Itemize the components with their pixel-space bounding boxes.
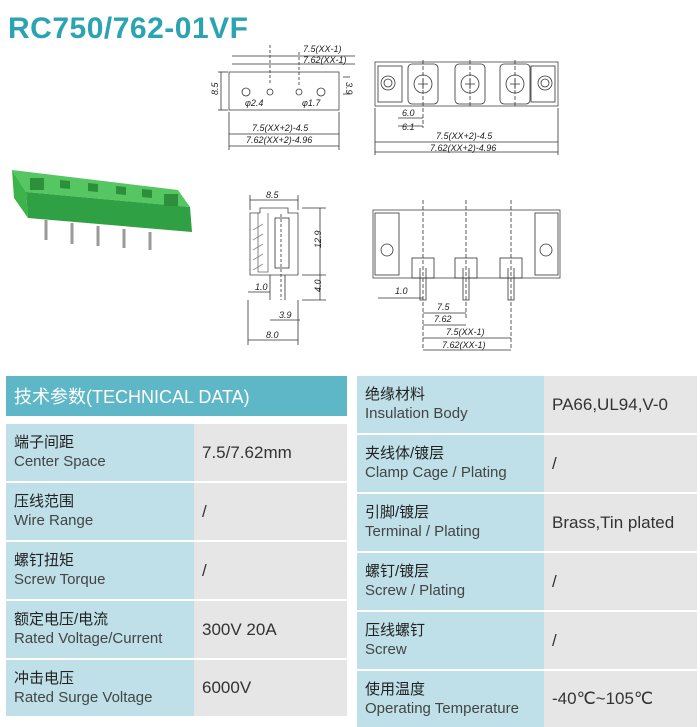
front-dim-offset-2: 6.1 — [402, 122, 415, 132]
row-label-cn: 压线范围 — [14, 493, 75, 510]
row-label-en: Screw — [365, 641, 407, 658]
table-row: 压线范围 Wire Range / — [6, 483, 347, 542]
product-image — [12, 170, 192, 250]
row-label-en: Clamp Cage / Plating — [365, 464, 507, 481]
table-row: 端子间距 Center Space 7.5/7.62mm — [6, 424, 347, 483]
table-row: 夹线体/镀层 Clamp Cage / Plating / — [357, 435, 697, 494]
front-dim-width-2: 7.62(XX+2)-4.96 — [430, 143, 496, 153]
table-row: 引脚/镀层 Terminal / Plating Brass,Tin plated — [357, 494, 697, 553]
row-value: 300V 20A — [194, 601, 347, 658]
top-dim-width-2: 7.62(XX+2)-4.96 — [246, 135, 312, 145]
row-value: 7.5/7.62mm — [194, 424, 347, 481]
top-dim-hole-small: φ1.7 — [302, 98, 321, 108]
side-dim-base-width: 8.0 — [266, 330, 279, 340]
row-label-cn: 引脚/镀层 — [365, 504, 430, 521]
row-value: / — [544, 553, 697, 610]
top-dim-hole-offset: 3.9 — [344, 82, 354, 95]
row-label-cn: 螺钉/镀层 — [365, 563, 430, 580]
side-dim-pin-spacing: 3.9 — [279, 310, 292, 320]
technical-data-table-right: 绝缘材料 Insulation Body PA66,UL94,V-0 夹线体/镀层… — [357, 376, 697, 727]
table-row: 螺钉/镀层 Screw / Plating / — [357, 553, 697, 612]
row-label-cn: 使用温度 — [365, 680, 426, 698]
side-dim-pin-offset: 1.0 — [255, 282, 268, 292]
technical-drawing: 7.5(XX-1) 7.62(XX-1) 8.5 3.9 φ2.4 φ1.7 7… — [12, 44, 561, 351]
side-view — [247, 195, 326, 345]
row-value: / — [194, 542, 347, 599]
technical-data-table-left: 技术参数(TECHNICAL DATA) 端子间距 Center Space 7.… — [6, 376, 347, 716]
row-value: 6000V — [194, 660, 347, 716]
row-value: Brass,Tin plated — [544, 494, 697, 551]
row-label-cn: 绝缘材料 — [365, 386, 426, 403]
row-label-cn: 夹线体/镀层 — [365, 445, 445, 462]
row-value: / — [544, 612, 697, 669]
bottom-dim-pin-offset: 1.0 — [395, 286, 408, 296]
row-value: / — [544, 435, 697, 492]
top-view — [218, 45, 355, 150]
row-value: PA66,UL94,V-0 — [544, 376, 697, 433]
table-row: 绝缘材料 Insulation Body PA66,UL94,V-0 — [357, 376, 697, 435]
row-label-en: Rated Voltage/Current — [14, 630, 163, 647]
row-label-cn: 额定电压/电流 — [14, 611, 109, 628]
row-label-en: Operating Temperature — [365, 699, 519, 717]
bottom-dim-span-1: 7.5(XX-1) — [446, 327, 485, 337]
top-dim-width-1: 7.5(XX+2)-4.5 — [252, 123, 309, 133]
front-view — [374, 60, 559, 155]
bottom-dim-span-2: 7.62(XX-1) — [442, 340, 486, 350]
row-label-en: Wire Range — [14, 512, 94, 529]
table-row: 螺钉扭矩 Screw Torque / — [6, 542, 347, 601]
row-label-cn: 压线螺钉 — [365, 622, 426, 639]
side-dim-top-width: 8.5 — [266, 190, 280, 200]
row-label-cn: 端子间距 — [14, 434, 75, 451]
row-label-en: Insulation Body — [365, 405, 468, 422]
top-dim-height: 8.5 — [210, 81, 220, 95]
bottom-dim-pitch-1: 7.5 — [437, 302, 451, 312]
row-label-en: Terminal / Plating — [365, 523, 481, 540]
product-title: RC750/762-01VF — [8, 12, 249, 45]
top-dim-pitch-1: 7.5(XX-1) — [303, 44, 342, 54]
top-dim-hole-big: φ2.4 — [245, 98, 263, 108]
front-dim-offset-1: 6.0 — [402, 108, 415, 118]
row-label-cn: 冲击电压 — [14, 669, 75, 687]
table-row: 压线螺钉 Screw / — [357, 612, 697, 671]
table-row: 额定电压/电流 Rated Voltage/Current 300V 20A — [6, 601, 347, 660]
row-label-en: Screw Torque — [14, 571, 106, 588]
row-label-en: Rated Surge Voltage — [14, 688, 153, 706]
front-dim-width-1: 7.5(XX+2)-4.5 — [436, 131, 493, 141]
side-dim-height: 12.9 — [313, 230, 323, 248]
row-label-en: Screw / Plating — [365, 582, 466, 599]
row-label-en: Center Space — [14, 453, 106, 470]
row-value: / — [194, 483, 347, 540]
technical-data-header: 技术参数(TECHNICAL DATA) — [6, 376, 347, 424]
row-value: -40℃~105℃ — [544, 671, 697, 727]
side-dim-pin-length: 4.0 — [313, 279, 323, 292]
top-dim-pitch-2: 7.62(XX-1) — [303, 55, 347, 65]
bottom-dim-pitch-2: 7.62 — [434, 314, 452, 324]
bottom-view — [372, 200, 561, 351]
row-label-cn: 螺钉扭矩 — [14, 552, 75, 569]
